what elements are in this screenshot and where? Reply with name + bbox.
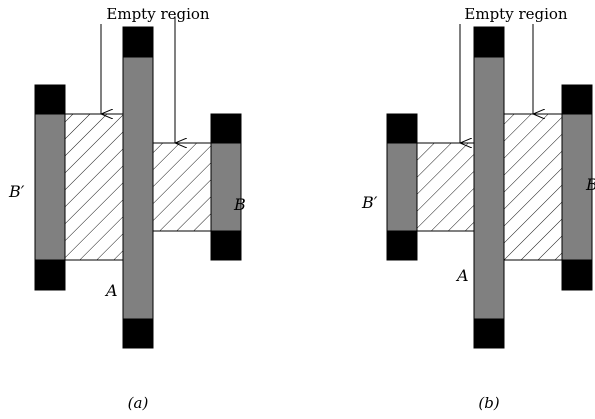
- label-b: B: [585, 175, 595, 194]
- empty-region-left: [64, 113, 125, 261]
- panel-b: Empty region B′ A B (b): [361, 5, 595, 412]
- empty-region-right: [151, 142, 212, 232]
- caption-b: (b): [478, 394, 499, 412]
- caption-a: (a): [128, 394, 149, 412]
- annotation-label: Empty region: [464, 5, 568, 23]
- block-b: [561, 84, 593, 291]
- empty-region-left: [415, 142, 476, 232]
- label-b-prime: B′: [361, 193, 378, 212]
- label-a: A: [104, 281, 118, 300]
- block-b-prime: [34, 84, 66, 291]
- panel-a: Empty region B′ A B (a): [8, 5, 246, 412]
- block-a: [122, 26, 154, 349]
- block-b: [210, 113, 242, 261]
- label-a: A: [455, 266, 469, 285]
- label-b-prime: B′: [8, 182, 25, 201]
- label-b: B: [233, 195, 246, 214]
- block-b-prime: [386, 113, 418, 261]
- block-a: [473, 26, 505, 349]
- annotation-label: Empty region: [106, 5, 210, 23]
- empty-region-right: [503, 113, 563, 261]
